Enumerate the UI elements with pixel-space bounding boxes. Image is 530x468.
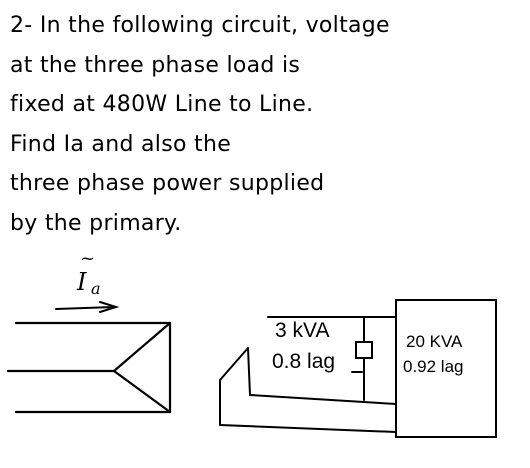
question-text: 2- In the following circuit, voltage at … (10, 6, 520, 243)
circuit-diagram: ~ I a 3 kVA 0.8 lag (6, 250, 497, 438)
current-label-main: I (76, 268, 87, 296)
question-line-2: at the three phase load is (10, 52, 301, 78)
question-line-4: Find Ia and also the (10, 131, 232, 157)
current-label-subscript: a (91, 279, 101, 298)
load-3kva-symbol (355, 341, 373, 359)
load-20kva-pf: 0.92 lag (403, 357, 464, 376)
load-20kva-rating: 20 KVA (406, 332, 463, 351)
current-arrow (55, 301, 120, 313)
secondary-wiring (219, 316, 397, 433)
load-3kva-rating: 3 kVA (275, 319, 329, 342)
load-3kva-pf: 0.8 lag (272, 350, 335, 373)
question-line-1: 2- In the following circuit, voltage (10, 13, 390, 38)
question-line-5: three phase power supplied (10, 171, 325, 196)
current-label-tilde: ~ (80, 250, 95, 269)
primary-transformer-lines (6, 321, 172, 414)
question-line-6: by the primary. (10, 210, 182, 236)
load-20kva-box (395, 299, 497, 438)
question-line-3: fixed at 480W Line to Line. (10, 92, 314, 117)
load-20kva: 20 KVA 0.92 lag (403, 332, 464, 376)
current-label: ~ I a (76, 250, 101, 298)
load-3kva: 3 kVA 0.8 lag (272, 319, 335, 373)
